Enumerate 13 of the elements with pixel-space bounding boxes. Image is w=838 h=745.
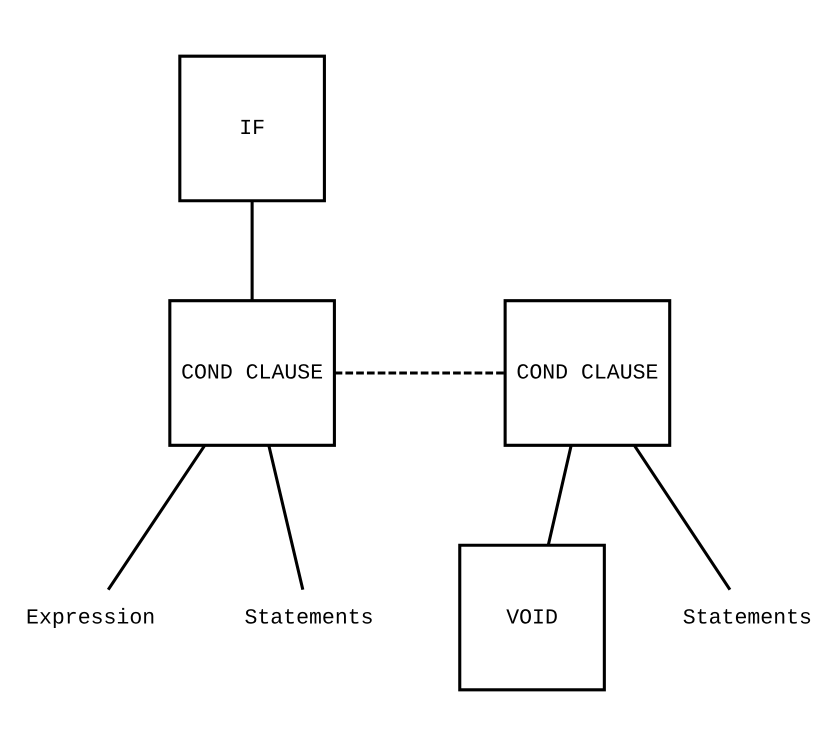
node-text: Expression [26, 606, 156, 630]
connector [546, 444, 573, 545]
node-box: COND CLAUSE [168, 298, 336, 446]
node-box: VOID [458, 543, 606, 691]
node-box: COND CLAUSE [504, 298, 672, 446]
connector [267, 444, 304, 590]
connector [633, 444, 732, 590]
node-text: Statements [244, 606, 374, 630]
node-text: Statements [682, 606, 812, 630]
node-box: IF [178, 54, 326, 202]
connector [250, 200, 254, 300]
connector [106, 444, 206, 590]
connector [334, 370, 505, 374]
